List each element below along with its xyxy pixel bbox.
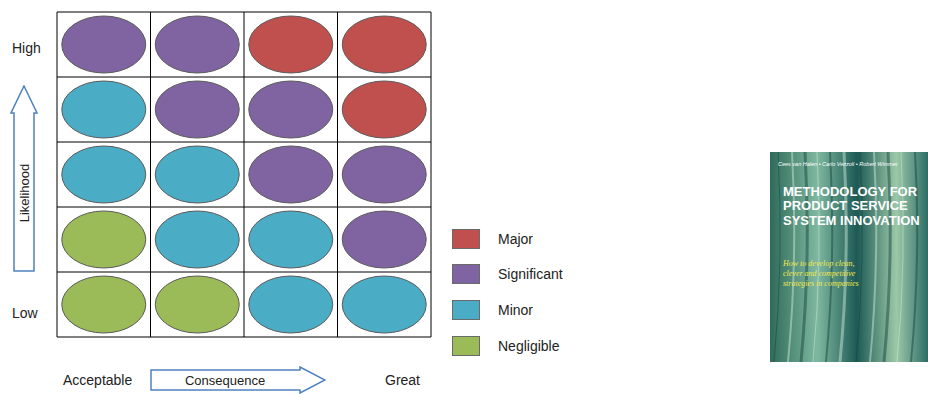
cover-title: METHODOLOGY FOR PRODUCT SERVICE SYSTEM I… [783,185,923,228]
cover-subtitle: How to develop clean, clever and competi… [783,259,863,289]
axis-end-label: High [12,40,41,56]
grid-line [57,337,431,338]
legend-text: Negligible [498,338,559,354]
grid-line [57,272,431,273]
risk-ellipse [249,81,333,138]
risk-ellipse [249,16,333,73]
grid-line [57,207,431,208]
risk-ellipse [342,16,426,73]
book-cover: Cees van Halen • Carlo Vezzoli • Robert … [770,152,928,362]
risk-ellipse [155,16,239,73]
grid-line [57,142,431,143]
legend-swatch [452,264,480,284]
grid-line [337,12,338,337]
legend-text: Major [498,231,533,247]
axis-end-label: Great [385,372,420,388]
risk-ellipse [249,276,333,333]
risk-ellipse [342,276,426,333]
risk-ellipse [249,211,333,268]
axis-end-label: Low [12,305,38,321]
axis-end-label: Acceptable [63,372,132,388]
risk-ellipse [62,276,146,333]
risk-ellipse [342,211,426,268]
risk-ellipse [342,146,426,203]
legend-swatch [452,300,480,320]
legend-text: Significant [498,266,563,282]
cover-authors: Cees van Halen • Carlo Vezzoli • Robert … [778,161,928,167]
risk-ellipse [155,211,239,268]
grid-line [150,12,151,337]
axis-arrow: Consequence [150,366,326,394]
grid-line [57,12,58,337]
cover-art [770,152,928,362]
grid-line [57,77,431,78]
risk-ellipse [62,211,146,268]
risk-ellipse [62,146,146,203]
grid-line [431,12,432,337]
risk-ellipse [155,146,239,203]
axis-arrow: Likelihood [10,85,38,272]
grid-line [57,12,431,13]
risk-ellipse [249,146,333,203]
axis-title: Likelihood [17,163,32,222]
risk-ellipse [62,16,146,73]
risk-ellipse [155,276,239,333]
risk-ellipse [62,81,146,138]
legend-swatch [452,336,480,356]
legend-swatch [452,229,480,249]
risk-ellipse [342,81,426,138]
risk-ellipse [155,81,239,138]
grid-line [244,12,245,337]
legend-text: Minor [498,302,533,318]
axis-title: Consequence [185,373,265,388]
